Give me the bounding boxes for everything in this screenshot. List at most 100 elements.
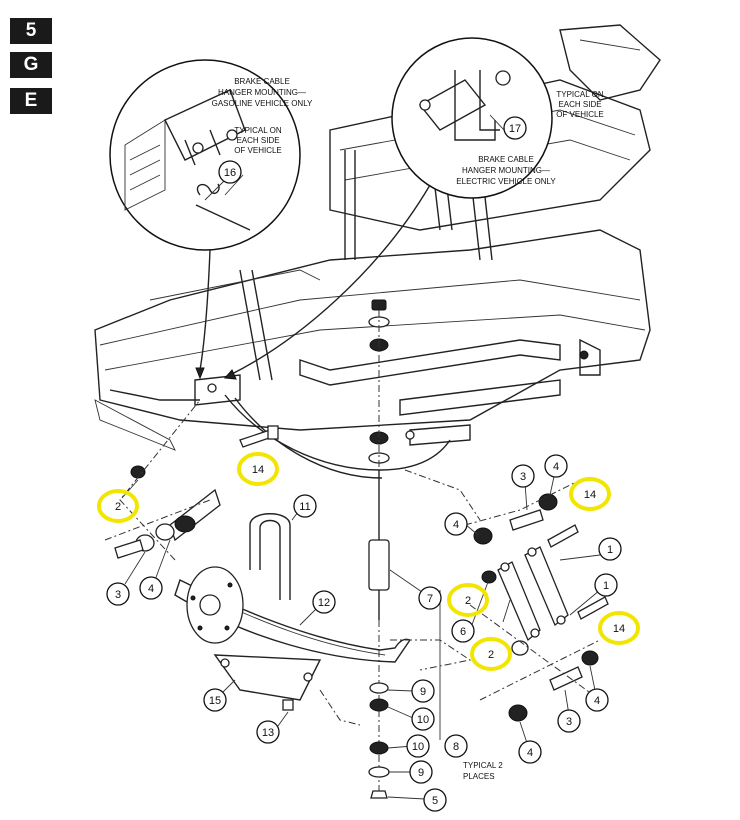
callout-7: 7: [418, 586, 442, 610]
callout-label: 14: [252, 464, 264, 476]
callout-14: 14: [237, 452, 279, 486]
callout-2: 2: [470, 637, 512, 671]
callout-3: 3: [106, 582, 130, 606]
callout-ring: [518, 740, 542, 764]
callout-ring: [585, 688, 609, 712]
callout-10: 10: [411, 707, 435, 731]
vehicle-frame-drawing: [94, 24, 661, 479]
section-tab-e: E: [10, 88, 52, 114]
elec-detail-arrow: [229, 184, 431, 376]
callout-ring: [557, 709, 581, 733]
gas-note-line-1: BRAKE CABLE: [234, 77, 290, 86]
callout-label: 6: [460, 626, 466, 638]
callout-label: 2: [115, 501, 121, 513]
callout-label: 16: [224, 167, 236, 179]
right-shackle-assembly: [319, 469, 609, 726]
callout-label: 2: [465, 595, 471, 607]
callout-ring: [411, 679, 435, 703]
electric-detail-circle: [391, 37, 553, 199]
section-tab-g: G: [10, 52, 52, 78]
callout-label: 10: [417, 714, 429, 726]
callout-ring: [503, 116, 527, 140]
elec-typ-line-3: OF VEHICLE: [556, 110, 604, 119]
callout-14: 14: [569, 477, 611, 511]
callout-14: 14: [598, 611, 640, 645]
callout-4: 4: [444, 512, 468, 536]
callout-label: 7: [427, 593, 433, 605]
callout-12: 12: [312, 590, 336, 614]
callout-ring: [312, 590, 336, 614]
elec-typ-line-1: TYPICAL ON: [556, 90, 603, 99]
callout-label: 4: [453, 519, 459, 531]
callout-label: 17: [509, 123, 521, 135]
callout-label: 15: [209, 695, 221, 707]
callout-10: 10: [406, 734, 430, 758]
callout-8: 8: [444, 734, 468, 758]
callout-ring: [409, 760, 433, 784]
callout-ring: [139, 576, 163, 600]
callout-highlight-ring: [598, 611, 640, 645]
callout-4: 4: [585, 688, 609, 712]
elec-note-line-2: HANGER MOUNTING—: [462, 166, 550, 175]
callout-label: 3: [520, 471, 526, 483]
callout-ring: [511, 464, 535, 488]
callout-17: 17: [503, 116, 527, 140]
leaf-spring-axle: [174, 513, 412, 711]
callout-4: 4: [518, 740, 542, 764]
callout-ring: [544, 454, 568, 478]
callout-label: 4: [594, 695, 600, 707]
elec-arrowhead-icon: [223, 369, 237, 380]
callout-4: 4: [544, 454, 568, 478]
callout-ring: [598, 537, 622, 561]
callout-ring: [451, 619, 475, 643]
elec-note-line-3: ELECTRIC VEHICLE ONLY: [456, 177, 556, 186]
gas-detail-arrow: [199, 249, 211, 371]
callout-label: 8: [453, 741, 459, 753]
callout-ring: [203, 688, 227, 712]
callout-highlight-ring: [470, 637, 512, 671]
callout-9: 9: [409, 760, 433, 784]
callout-ring: [418, 586, 442, 610]
callout-ring: [293, 494, 317, 518]
left-bushings-bolts: [104, 399, 279, 561]
callout-ring: [406, 734, 430, 758]
callout-16: 16: [218, 160, 242, 184]
section-tab-5: 5: [10, 18, 52, 44]
callout-ring: [256, 720, 280, 744]
typical-note-line-2: PLACES: [463, 772, 495, 781]
callout-ring: [218, 160, 242, 184]
callout-highlight-ring: [97, 489, 139, 523]
callout-1: 1: [594, 573, 618, 597]
callout-6: 6: [451, 619, 475, 643]
callout-1: 1: [598, 537, 622, 561]
gasoline-detail-circle: [109, 59, 301, 251]
callout-label: 14: [584, 489, 596, 501]
shock-absorber-stack: [368, 299, 390, 800]
callout-highlight-ring: [569, 477, 611, 511]
gas-note-line-3: GASOLINE VEHICLE ONLY: [212, 99, 313, 108]
callout-2: 2: [447, 583, 489, 617]
typical-note-line-1: TYPICAL 2: [463, 761, 503, 770]
callout-label: 13: [262, 727, 274, 739]
callout-highlight-ring: [237, 452, 279, 486]
callout-label: 3: [115, 589, 121, 601]
callout-2: 2: [97, 489, 139, 523]
callout-label: 9: [418, 767, 424, 779]
callout-label: 10: [412, 741, 424, 753]
callout-ring: [423, 788, 447, 812]
callout-highlight-ring: [447, 583, 489, 617]
leader-lines: [121, 114, 601, 800]
callout-label: 5: [432, 795, 438, 807]
callout-9: 9: [411, 679, 435, 703]
elec-note-line-1: BRAKE CABLE: [478, 155, 534, 164]
callout-label: 1: [603, 580, 609, 592]
callout-label: 3: [566, 716, 572, 728]
gas-note-line-2: HANGER MOUNTING—: [218, 88, 306, 97]
callout-ring: [594, 573, 618, 597]
callout-11: 11: [293, 494, 317, 518]
callout-label: 4: [527, 747, 533, 759]
callout-4: 4: [139, 576, 163, 600]
callout-label: 14: [613, 623, 625, 635]
callout-label: 2: [488, 649, 494, 661]
